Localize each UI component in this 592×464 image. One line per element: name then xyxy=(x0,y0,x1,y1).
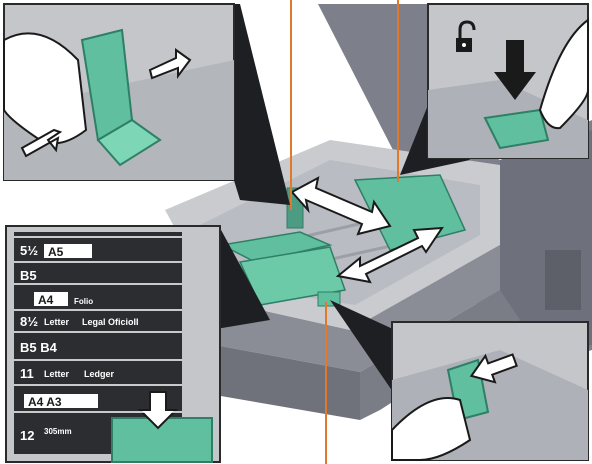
scale-row-extra: Legal OficioII xyxy=(82,317,139,327)
scale-row-extra: Folio xyxy=(74,297,93,306)
scale-row-number: 12 xyxy=(20,428,34,443)
inset-unlock-lever xyxy=(400,4,588,175)
scale-row-sizes: Letter xyxy=(44,317,70,327)
scale-row-number: 5½ xyxy=(20,243,38,258)
scale-row: 5½ A5 xyxy=(20,243,92,259)
scale-row: B5 xyxy=(20,268,37,283)
scale-row-sizes: A5 xyxy=(48,245,64,259)
scale-row-sizes: 305mm xyxy=(44,427,72,436)
scale-row: B5 B4 xyxy=(20,340,58,355)
inset-pinch-stopper xyxy=(4,4,290,205)
scale-row-sizes: A4 xyxy=(38,293,54,307)
scale-row-number: 8½ xyxy=(20,314,38,329)
scale-row-sizes: B5 B4 xyxy=(20,340,58,355)
scale-row-extra: Ledger xyxy=(84,369,115,379)
scale-row-sizes: B5 xyxy=(20,268,37,283)
scale-row-sizes: A4 A3 xyxy=(28,395,62,409)
scale-row-sizes: Letter xyxy=(44,369,70,379)
scale-row-number: 11 xyxy=(20,366,34,381)
scale-row: A4 A3 xyxy=(24,394,98,409)
